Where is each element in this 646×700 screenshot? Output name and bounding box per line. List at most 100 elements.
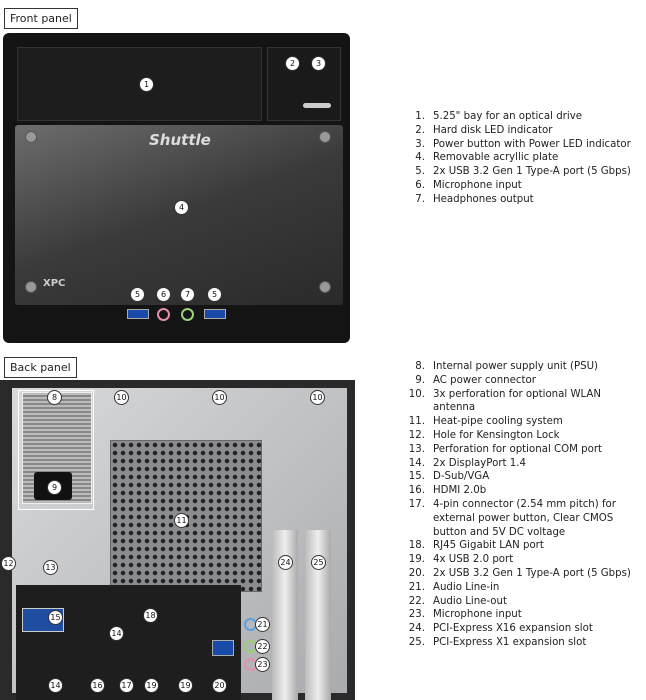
item-text: Perforation for optional COM port [433, 443, 603, 455]
callout: 19 [144, 678, 159, 693]
callout: 17 [119, 678, 134, 693]
callout: 25 [311, 555, 326, 570]
list-item: 20.2x USB 3.2 Gen 1 Type-A port (5 Gbps) [395, 567, 643, 581]
list-item: 5.2x USB 3.2 Gen 1 Type-A port (5 Gbps) [395, 165, 643, 179]
item-number: 13. [408, 443, 425, 455]
item-number: 22. [408, 595, 425, 607]
callout: 6 [156, 287, 171, 302]
front-legend-list: 1.5.25" bay for an optical drive 2.Hard … [395, 110, 643, 207]
list-item: 24. PCI-Express X16 expansion slot [395, 622, 643, 636]
item-number: 20. [408, 567, 425, 579]
callout: 22 [255, 639, 270, 654]
item-number: 12. [408, 429, 425, 441]
callout: 19 [178, 678, 193, 693]
item-number: 23. [408, 609, 425, 621]
item-text: Audio Line-in [433, 581, 500, 593]
callout: 10 [310, 390, 325, 405]
screw-icon [319, 131, 331, 143]
mic-jack [157, 308, 170, 321]
item-text: Microphone input [433, 179, 522, 191]
item-text: Power button with Power LED indicator [433, 138, 631, 150]
callout: 11 [174, 513, 189, 528]
list-item: 7. Headphones output [395, 193, 643, 207]
item-text: Headphones output [433, 193, 534, 205]
item-text: Hard disk LED indicator [433, 124, 553, 136]
item-text: Internal power supply unit (PSU) [433, 361, 599, 372]
list-item: 6.Microphone input [395, 179, 643, 193]
list-item: 3. Power button with Power LED indicator [395, 138, 643, 152]
list-item: 12. Hole for Kensington Lock [395, 429, 643, 443]
list-item: 21. Audio Line-in [395, 581, 643, 595]
item-number: 16. [408, 485, 425, 497]
list-item: 8.Internal power supply unit (PSU) [395, 360, 643, 374]
screw-icon [25, 281, 37, 293]
item-number: 15. [408, 471, 425, 483]
list-item: 15. D-Sub/VGA [395, 470, 643, 484]
usb-port [204, 309, 226, 319]
screw-icon [319, 281, 331, 293]
item-text: PCI-Express X16 expansion slot [433, 623, 593, 635]
list-item: 13. Perforation for optional COM port [395, 443, 643, 457]
button-area [267, 47, 341, 121]
callout: 15 [48, 610, 63, 625]
list-item: 16. HDMI 2.0b [395, 484, 643, 498]
callout: 14 [109, 626, 124, 641]
item-text: Audio Line-out [433, 595, 507, 607]
acrylic-plate [15, 125, 343, 305]
item-text: Microphone input [433, 609, 522, 621]
callout: 18 [143, 608, 158, 623]
list-item: 10.3x perforation for optional WLAN ante… [395, 388, 643, 416]
item-text: RJ45 Gigabit LAN port [433, 540, 544, 552]
item-text: PCI-Express X1 expansion slot [433, 636, 587, 648]
list-item: 1.5.25" bay for an optical drive [395, 110, 643, 124]
callout: 12 [1, 556, 16, 571]
callout: 21 [255, 617, 270, 632]
item-text: AC power connector [433, 374, 536, 386]
brand-logo: Shuttle [149, 131, 211, 149]
item-number: 4. [415, 152, 425, 164]
headphone-jack [181, 308, 194, 321]
back-legend-list: 8.Internal power supply unit (PSU)9.AC p… [395, 360, 643, 650]
item-number: 21. [408, 581, 425, 593]
item-number: 7. [415, 193, 425, 205]
callout: 24 [278, 555, 293, 570]
xpc-logo: XPC [43, 278, 66, 289]
front-panel-photo: Shuttle XPC [3, 33, 350, 343]
callout: 9 [47, 480, 62, 495]
back-panel-photo [0, 380, 355, 700]
list-item: 19. 4x USB 2.0 port [395, 553, 643, 567]
item-number: 24. [408, 623, 425, 635]
item-number: 18. [408, 540, 425, 552]
callout: 4 [174, 200, 189, 215]
list-item: 11. Heat-pipe cooling system [395, 415, 643, 429]
item-text: 2x DisplayPort 1.4 [433, 457, 526, 469]
item-number: 3. [415, 138, 425, 150]
item-text: Removable acryllic plate [433, 152, 559, 164]
callout: 13 [43, 560, 58, 575]
list-item: 9.AC power connector [395, 374, 643, 388]
list-item: 22. Audio Line-out [395, 595, 643, 609]
list-item: 2.Hard disk LED indicator [395, 124, 643, 138]
callout: 20 [212, 678, 227, 693]
item-text: 4-pin connector (2.54 mm pitch) for exte… [433, 498, 616, 538]
item-text: Heat-pipe cooling system [433, 416, 563, 428]
usb-port [127, 309, 149, 319]
callout: 1 [139, 77, 154, 92]
item-text: D-Sub/VGA [433, 471, 490, 483]
cooling-grill [110, 440, 262, 592]
item-text: HDMI 2.0b [433, 485, 487, 497]
callout: 8 [47, 390, 62, 405]
item-text: 4x USB 2.0 port [433, 554, 514, 566]
item-text: 5.25" bay for an optical drive [433, 111, 582, 122]
item-number: 14. [408, 457, 425, 469]
item-text: 2x USB 3.2 Gen 1 Type-A port (5 Gbps) [433, 166, 631, 178]
usb3-port [212, 640, 234, 656]
callout: 23 [255, 657, 270, 672]
item-number: 11. [408, 416, 425, 428]
item-number: 19. [408, 554, 425, 566]
callout: 7 [180, 287, 195, 302]
callout: 5 [207, 287, 222, 302]
item-text: 3x perforation for optional WLAN antenna [433, 388, 602, 414]
callout: 10 [212, 390, 227, 405]
item-text: Hole for Kensington Lock [433, 429, 560, 441]
